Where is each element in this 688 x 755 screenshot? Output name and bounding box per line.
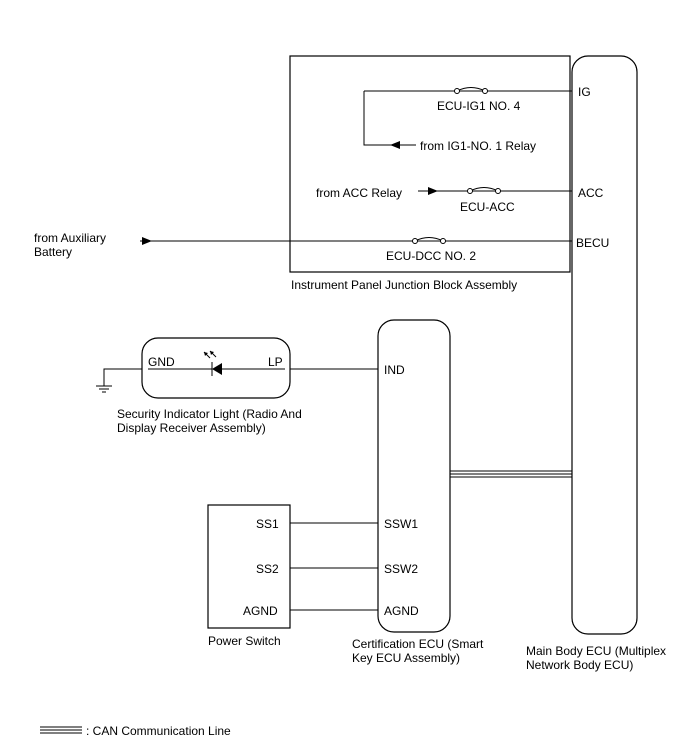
- security-light-label-1: Security Indicator Light (Radio And: [117, 407, 302, 421]
- legend-can-label: : CAN Communication Line: [86, 724, 231, 738]
- can-bus-line: [450, 470, 572, 478]
- source-acc-relay: from ACC Relay: [316, 186, 402, 200]
- certification-ecu-box: [377, 319, 451, 633]
- fuse-ecu-dcc-terminal-left: [412, 238, 418, 244]
- source-aux-battery-1: from Auxiliary: [34, 231, 106, 245]
- fuse-ecu-ig1-terminal-left: [454, 88, 460, 94]
- ground-wire: [103, 368, 142, 386]
- terminal-lp: LP: [268, 355, 283, 369]
- fuse-ecu-ig1-label: ECU-IG1 NO. 4: [437, 99, 521, 113]
- security-light-label-2: Display Receiver Assembly): [117, 421, 266, 435]
- power-switch-box: [207, 504, 291, 629]
- terminal-acc: ACC: [578, 186, 604, 200]
- source-ig1-relay: from IG1-NO. 1 Relay: [420, 139, 536, 153]
- certification-ecu-label-2: Key ECU Assembly): [352, 651, 460, 665]
- terminal-gnd: GND: [148, 355, 175, 369]
- junction-block-label: Instrument Panel Junction Block Assembly: [291, 278, 517, 292]
- junction-block-box: [289, 55, 571, 273]
- fuse-ecu-acc-terminal-right: [495, 188, 501, 194]
- main-body-ecu-box: [571, 55, 638, 635]
- fuse-ecu-dcc-label: ECU-DCC NO. 2: [386, 249, 476, 263]
- main-body-ecu-label-1: Main Body ECU (Multiplex: [526, 644, 666, 658]
- main-body-ecu-label-2: Network Body ECU): [526, 658, 633, 672]
- terminal-cert-agnd: AGND: [384, 604, 419, 618]
- acc-arrow-icon: [428, 187, 438, 195]
- terminal-becu: BECU: [576, 236, 609, 250]
- terminal-ssw1: SSW1: [384, 517, 418, 531]
- ig-feed-arrow-icon: [390, 141, 400, 149]
- terminal-ss1: SS1: [256, 517, 279, 531]
- becu-arrow-icon: [142, 237, 152, 245]
- fuse-ecu-dcc-terminal-right: [440, 238, 446, 244]
- power-switch-label: Power Switch: [208, 634, 281, 648]
- fuse-ecu-ig1-terminal-right: [482, 88, 488, 94]
- terminal-ss2: SS2: [256, 562, 279, 576]
- led-icon: [203, 350, 222, 376]
- terminal-ps-agnd: AGND: [243, 604, 278, 618]
- fuse-ecu-acc-label: ECU-ACC: [460, 200, 515, 214]
- source-aux-battery-2: Battery: [34, 245, 72, 259]
- terminal-ig: IG: [578, 85, 591, 99]
- fuse-ecu-acc-terminal-left: [467, 188, 473, 194]
- certification-ecu-label-1: Certification ECU (Smart: [352, 637, 484, 651]
- ground-icon: [96, 385, 112, 393]
- terminal-ssw2: SSW2: [384, 562, 418, 576]
- terminal-ind: IND: [384, 363, 405, 377]
- legend-can-symbol: [40, 726, 82, 734]
